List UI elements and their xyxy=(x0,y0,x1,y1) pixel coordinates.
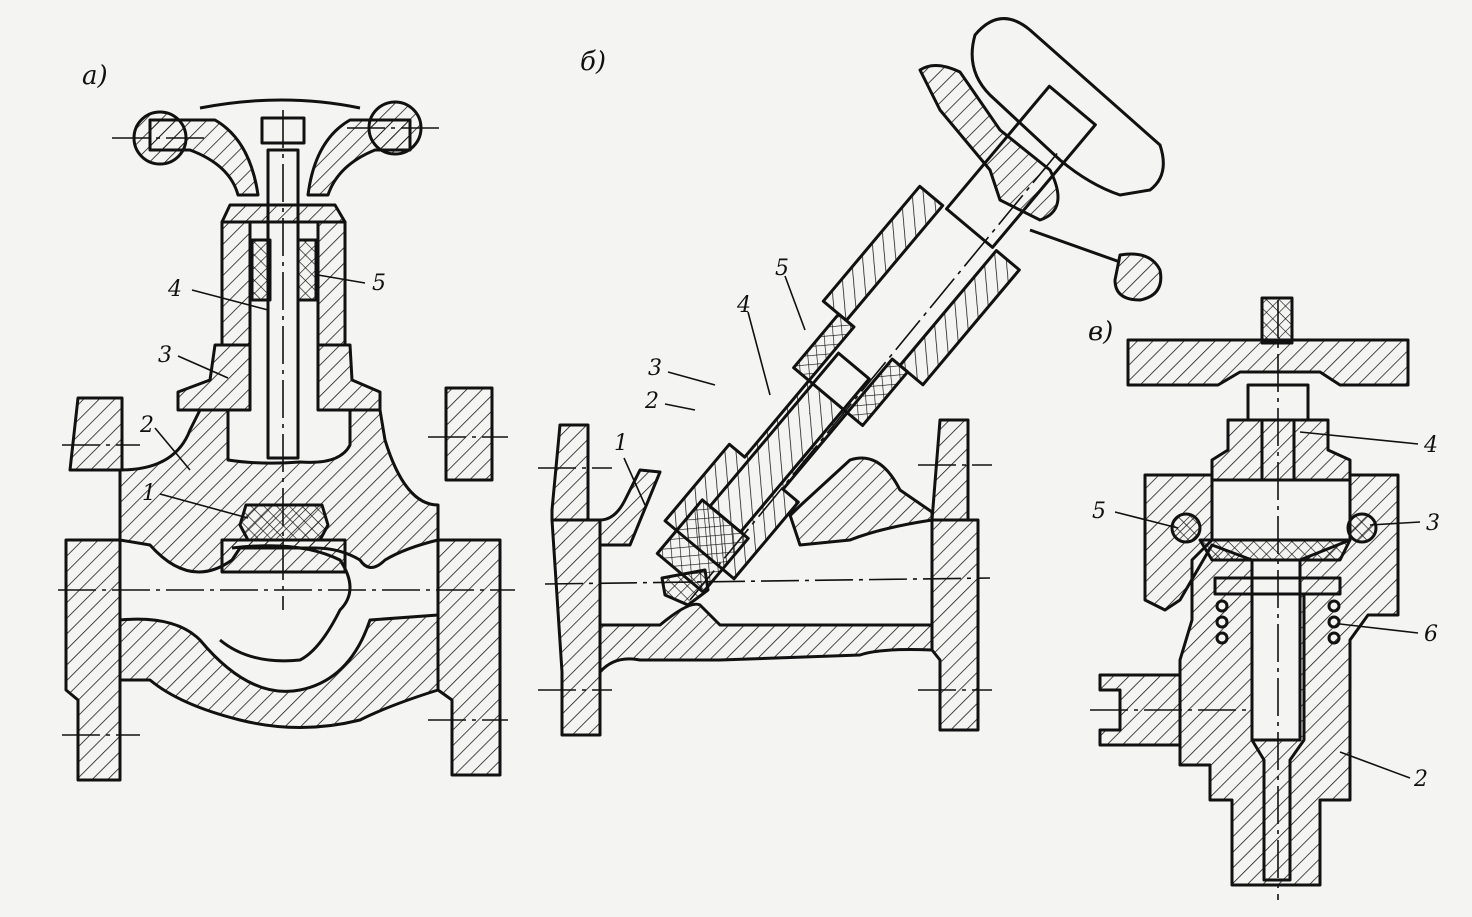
view-b-valve-body xyxy=(598,456,934,674)
view-a-handwheel-hub xyxy=(148,118,412,197)
view-b-disc xyxy=(655,498,750,594)
view-v-label: в) xyxy=(1088,317,1113,347)
view-v-diaphragm xyxy=(1198,538,1352,562)
view-b-handwheel-rim-lower xyxy=(1113,252,1163,302)
view-b-stem-axis xyxy=(689,149,1061,601)
view-b-part-1: 1 xyxy=(614,431,628,456)
view-b-right-flange xyxy=(930,418,980,732)
view-v-side-port xyxy=(1098,673,1182,747)
view-a-bonnet xyxy=(176,343,382,412)
view-v-part-6: 6 xyxy=(1424,622,1438,647)
view-a-part-5: 5 xyxy=(372,271,386,296)
view-a-gland-nut xyxy=(220,203,347,224)
view-v-part-3: 3 xyxy=(1426,511,1440,536)
view-a-handwheel-nut xyxy=(260,116,306,145)
view-b-label: б) xyxy=(580,47,606,77)
view-v-stem-top-thread xyxy=(1260,296,1294,345)
view-b-oblique-valve: б) 5 4 3 xyxy=(538,17,1165,737)
view-a-valve-disc xyxy=(238,503,330,542)
view-a-right-flange xyxy=(436,386,502,777)
view-a-left-flange xyxy=(64,396,124,782)
view-b-part-2: 2 xyxy=(644,389,659,414)
view-b-left-flange xyxy=(550,423,602,737)
view-a-part-1: 1 xyxy=(142,481,156,506)
view-b-handwheel xyxy=(970,17,1165,197)
view-v-part-5: 5 xyxy=(1092,499,1106,524)
view-v-seal-ring-right xyxy=(1346,512,1378,544)
view-b-bonnet-assembly xyxy=(655,84,1097,594)
view-v-seal-ring-left xyxy=(1170,512,1202,544)
view-a-part-2: 2 xyxy=(139,413,154,438)
view-a-disc-seat xyxy=(220,538,347,574)
view-a-part-3: 3 xyxy=(158,343,172,368)
view-b-handwheel-lower-spoke xyxy=(1029,228,1121,264)
view-b-flow-axis xyxy=(544,577,991,585)
view-b-yoke xyxy=(821,184,1021,387)
view-v-part-4: 4 xyxy=(1423,433,1438,458)
view-v-angle-valve: в) 4 5 3 6 2 xyxy=(1088,296,1440,900)
view-a-stem xyxy=(266,148,300,460)
view-v-needle xyxy=(1250,592,1306,882)
view-v-stem-upper xyxy=(1260,418,1296,482)
view-b-part-3: 3 xyxy=(648,356,662,381)
view-a-body-lower-bowl xyxy=(118,613,440,729)
view-v-bonnet-nut xyxy=(1210,418,1352,482)
view-b-part-4: 4 xyxy=(736,293,751,318)
view-a-globe-valve: а) xyxy=(58,61,515,782)
view-v-handwheel xyxy=(1126,338,1410,387)
view-b-handwheel-spoke xyxy=(918,64,1060,222)
view-a-label: а) xyxy=(82,61,108,91)
view-b-part-5: 5 xyxy=(775,256,789,281)
view-a-packing xyxy=(250,238,318,302)
view-a-handwheel-top-spoke xyxy=(199,98,361,110)
view-v-part-2: 2 xyxy=(1413,767,1428,792)
view-a-part-4: 4 xyxy=(167,277,182,302)
